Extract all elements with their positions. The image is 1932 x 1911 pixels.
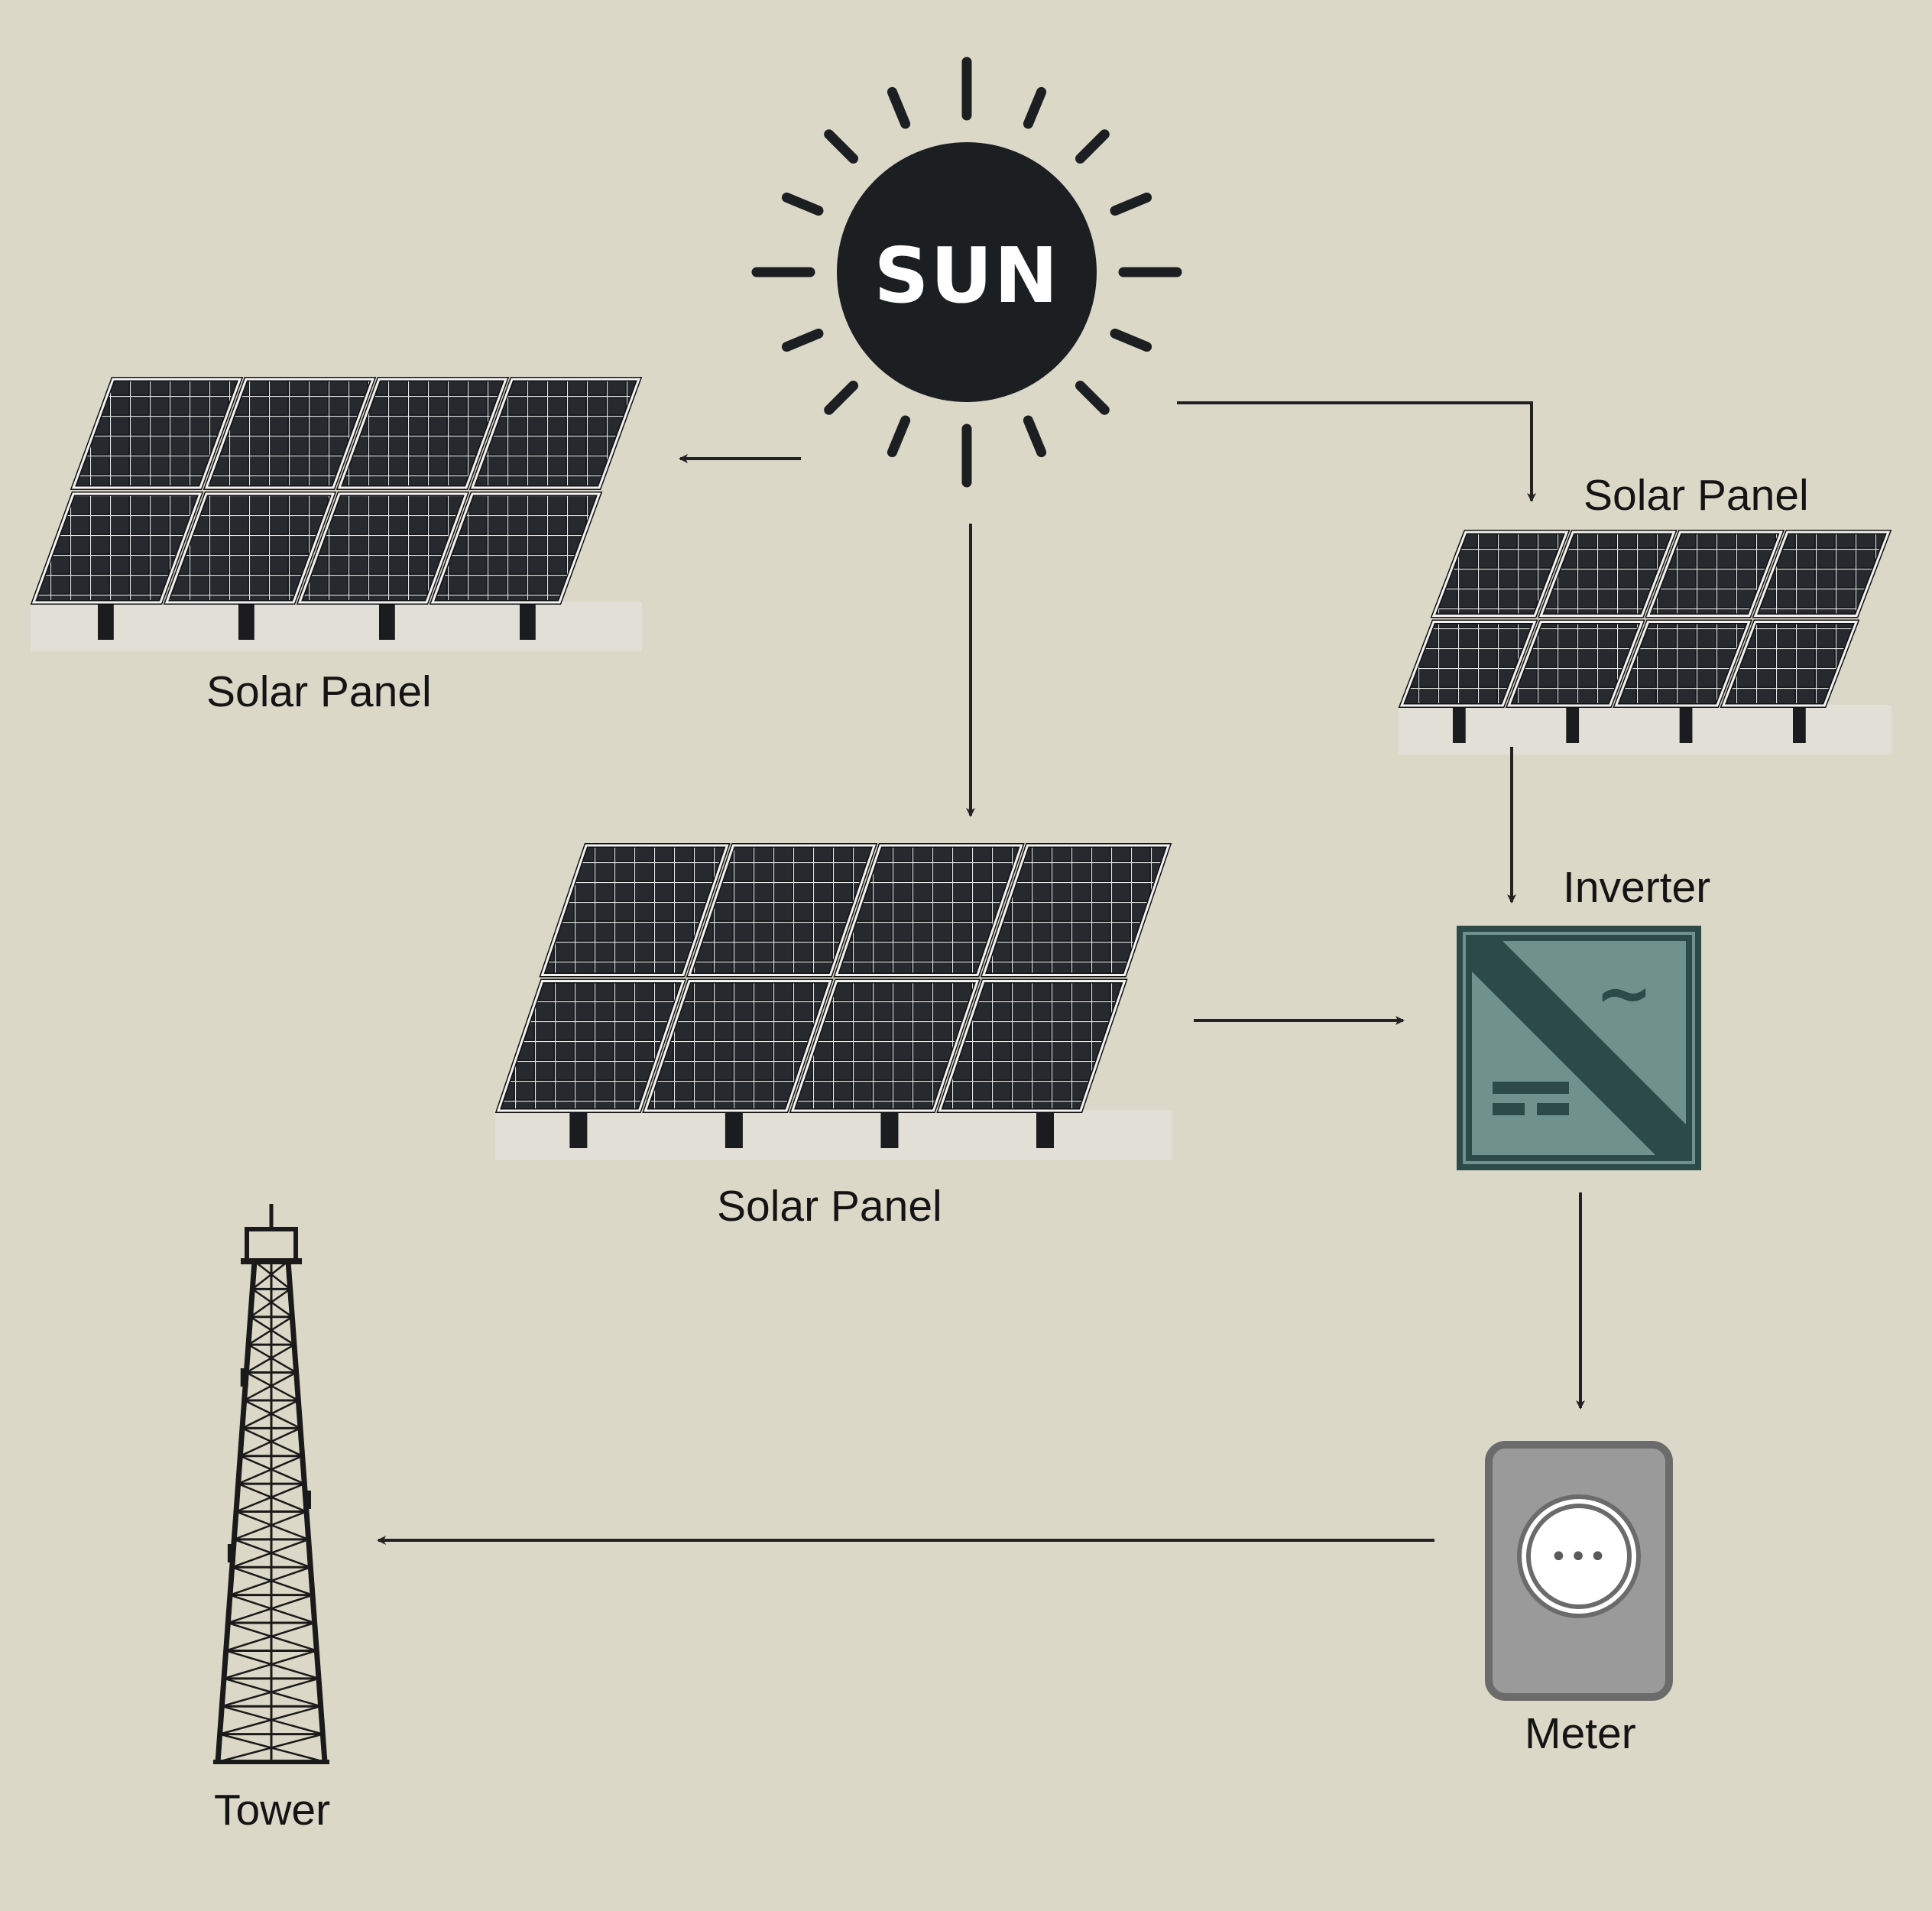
tower-icon (213, 1204, 329, 1764)
inverter-icon: ~ (1457, 926, 1701, 1170)
solar-module-frame (835, 844, 1023, 976)
meter-icon: ••• (1485, 1441, 1673, 1701)
panel-leg (1452, 701, 1466, 743)
solar-module-frame (643, 980, 832, 1112)
tower-brace (238, 1455, 303, 1485)
tower-brace (254, 1260, 291, 1290)
arrow-sun-to-right-panel (1177, 401, 1536, 502)
sun-ray (1110, 192, 1152, 216)
tower-brace (229, 1566, 311, 1596)
sun-ray (1023, 86, 1047, 129)
solar-module-frame (938, 980, 1126, 1112)
solar-module-frame (790, 980, 980, 1112)
panel-label-center: Solar Panel (717, 1182, 942, 1231)
solar-panel-icon (1398, 530, 1892, 754)
meter-display: ••• (1550, 1540, 1609, 1575)
tower-brace (225, 1621, 316, 1652)
solar-module-frame (687, 844, 877, 976)
solar-module-frame (1646, 530, 1783, 617)
tower-brace (233, 1510, 307, 1541)
tower-brace (245, 1371, 299, 1402)
inverter-ac-symbol: ~ (1595, 953, 1652, 1033)
solar-module-frame (71, 378, 242, 489)
tower-brace (232, 1538, 310, 1569)
solar-module-frame (1753, 530, 1891, 617)
panel-leg (880, 1106, 899, 1148)
sun-ray (781, 192, 824, 216)
solar-module-frame (981, 844, 1171, 976)
panel-ground (31, 602, 642, 651)
panel-leg (1566, 701, 1580, 743)
sun-ray (824, 129, 859, 164)
solar-module-frame (337, 378, 508, 489)
tower-brace (248, 1316, 293, 1346)
panel-ground (1399, 705, 1891, 754)
panel-leg (1036, 1106, 1055, 1148)
tower-equipment (240, 1368, 248, 1387)
tower-brace (248, 1344, 297, 1374)
sun-ray (1023, 415, 1047, 458)
panel-leg (379, 598, 395, 640)
inverter-dc-symbol (1493, 1082, 1569, 1094)
tower-brace (221, 1677, 319, 1708)
panel-label-right: Solar Panel (1584, 471, 1809, 520)
solar-module-frame (297, 492, 468, 604)
sun-label: SUN (874, 231, 1060, 320)
panel-leg (238, 598, 254, 640)
panel-leg (1679, 701, 1693, 743)
sun-ray (1110, 328, 1152, 352)
solar-module-frame (1431, 530, 1569, 617)
sun-ray (887, 86, 911, 129)
tower-brace (235, 1482, 305, 1513)
meter-label: Meter (1525, 1709, 1636, 1758)
inverter-label: Inverter (1563, 863, 1711, 912)
tower-brace (245, 1344, 295, 1374)
panel-ground (495, 1110, 1172, 1160)
solar-module-frame (31, 492, 203, 604)
tower-platform (245, 1227, 298, 1264)
panel-leg (569, 1106, 588, 1148)
solar-module-frame (496, 980, 686, 1112)
solar-module-frame (164, 492, 336, 604)
tower-brace (249, 1288, 291, 1318)
panel-label-top-left: Solar Panel (206, 667, 432, 716)
tower-brace (251, 1288, 293, 1318)
sun-ray (781, 328, 824, 352)
tower-brace (239, 1427, 301, 1457)
panel-leg (98, 598, 114, 640)
flow-arrows (377, 401, 1585, 1545)
solar-module-frame (1614, 621, 1751, 707)
tower-brace (251, 1260, 289, 1290)
panel-leg (520, 598, 536, 640)
sun-ray (1075, 129, 1110, 164)
tower-label: Tower (214, 1786, 331, 1835)
tower-brace (249, 1316, 295, 1346)
panel-leg (724, 1106, 743, 1148)
tower-equipment (227, 1544, 235, 1562)
tower-brace (227, 1594, 313, 1624)
solar-panel-icon (494, 843, 1172, 1160)
solar-module-frame (470, 378, 641, 489)
tower-brace (219, 1705, 321, 1735)
tower-brace (217, 1733, 323, 1763)
solar-module-frame (1507, 621, 1644, 707)
solar-module-frame (1721, 621, 1859, 707)
sun-ray (887, 415, 911, 458)
solar-panel-icon (30, 377, 643, 651)
panel-leg (1793, 701, 1806, 743)
sun-ray (1075, 380, 1110, 415)
solar-module-frame (540, 844, 729, 976)
solar-module-frame (204, 378, 375, 489)
tower-brace (244, 1371, 297, 1402)
tower-brace (242, 1399, 299, 1429)
solar-module-frame (1399, 621, 1537, 707)
solar-module-frame (430, 492, 601, 604)
sun-ray (824, 380, 859, 415)
tower-brace (223, 1650, 317, 1680)
tower-equipment (303, 1491, 311, 1509)
sun-icon: SUN (751, 57, 1182, 488)
solar-module-frame (1539, 530, 1676, 617)
